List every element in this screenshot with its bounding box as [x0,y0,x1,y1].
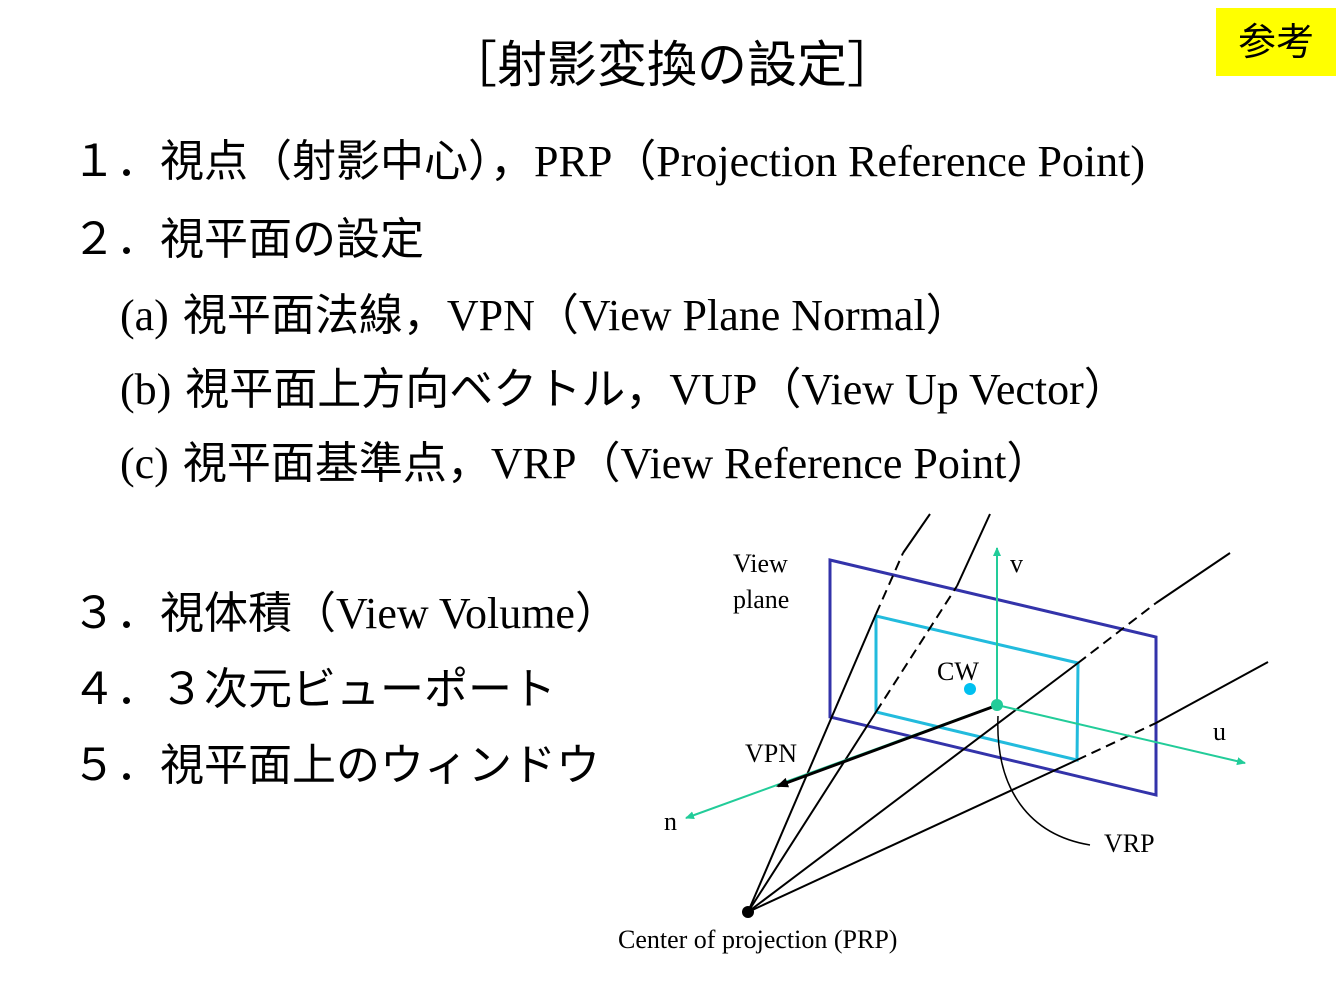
prp-label: Center of projection (PRP) [618,925,897,954]
list-item-2b: (b) 視平面上方向ベクトル，VUP（View Up Vector） [120,360,1128,420]
vrp-leader [997,715,1091,846]
item-number: １． [72,136,160,187]
item-text-jp: 視平面上方向ベクトル， [171,364,670,415]
vrp-label: VRP [1104,829,1155,858]
item-text-jp: 視平面法線， [168,290,447,341]
vpn-arrow [776,704,996,788]
item-number: (c) [120,439,169,488]
vrp-point [991,699,1003,711]
item-text-jp: 視平面の設定 [160,214,424,265]
item-text-jp: ３次元ビューポート [160,664,556,715]
cw-point [964,683,976,695]
list-item-4: ４．３次元ビューポート [72,660,556,720]
cw-label: CW [937,657,979,686]
projector-lines [747,513,1269,913]
item-text-jp: 視点（射影中心）， [160,136,534,187]
item-text-en: PRP（Projection Reference Point) [534,137,1146,186]
list-item-5: ５．視平面上のウィンドウ [72,736,600,796]
item-number: (a) [120,291,169,340]
item-number: ２． [72,214,160,265]
v-axis-label: v [1010,549,1023,578]
view-plane-label-2: plane [733,585,789,614]
u-axis-label: u [1213,717,1226,746]
view-plane [828,558,1158,797]
list-item-1: １．視点（射影中心），PRP（Projection Reference Poin… [72,132,1145,192]
item-text-jp: 視体積（ [160,588,336,639]
item-number: ３． [72,588,160,639]
list-item-2: ２．視平面の設定 [72,210,424,270]
item-text-en: VUP（View Up Vector） [669,365,1128,414]
vpn-label: VPN [745,739,797,768]
item-text-en: View Volume） [336,589,619,638]
list-item-2c: (c) 視平面基準点，VRP（View Reference Point） [120,434,1050,494]
reference-badge: 参考 [1216,8,1336,76]
item-number: ５． [72,740,160,791]
item-text-en: VRP（View Reference Point） [490,439,1051,488]
list-item-3: ３．視体積（View Volume） [72,584,619,644]
item-text-jp: 視平面基準点， [168,438,491,489]
list-item-2a: (a) 視平面法線，VPN（View Plane Normal） [120,286,970,346]
view-plane-label-1: View [733,549,788,578]
n-axis-label: n [664,807,677,836]
item-text-jp: 視平面上のウィンドウ [160,740,600,791]
u-axis [996,704,1246,766]
page-title: ［射影変換の設定］ [447,36,897,94]
item-text-en: VPN（View Plane Normal） [446,291,970,340]
item-number: ４． [72,664,160,715]
item-number: (b) [120,365,172,414]
prp-point [742,906,754,918]
